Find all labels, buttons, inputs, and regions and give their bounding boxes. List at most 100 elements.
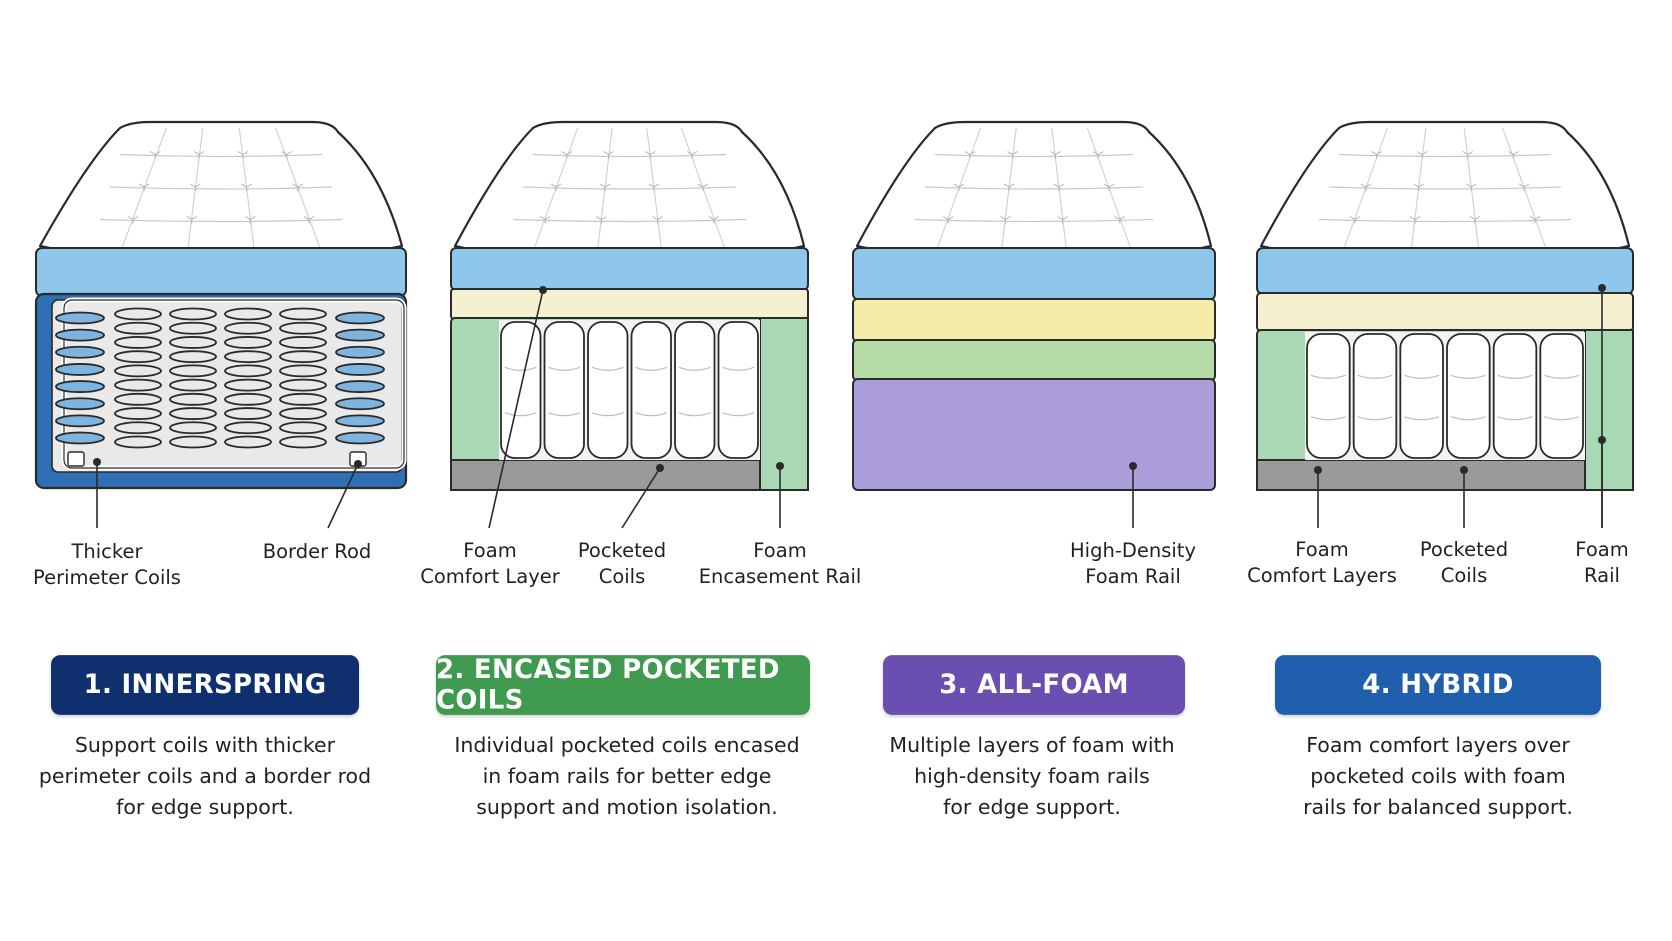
leader-line — [488, 289, 544, 529]
tuft-button — [1360, 183, 1372, 191]
leader-dot — [93, 458, 101, 466]
coil-pocket-seam — [678, 412, 711, 417]
tuft-button — [150, 151, 161, 159]
tuft-button — [1007, 151, 1018, 159]
perimeter-coil — [335, 414, 385, 428]
pocketed-coil — [674, 321, 716, 459]
perimeter-coil — [335, 345, 385, 359]
support-coil — [224, 435, 272, 449]
leader-line — [327, 463, 359, 529]
transition-foam-layer — [852, 298, 1216, 342]
tuft-seam — [1318, 218, 1572, 223]
coil-pocket-seam — [591, 412, 624, 417]
foam-rail-right — [759, 317, 809, 491]
support-coil — [279, 336, 327, 349]
description-innerspring: Support coils with thicker perimeter coi… — [38, 733, 372, 819]
pillow-top — [1259, 120, 1631, 254]
tuft-button — [1413, 183, 1424, 191]
tuft-button — [561, 151, 573, 159]
coil-pocket-seam — [504, 412, 537, 417]
tuft-button — [648, 183, 660, 191]
pocketed-coil — [1306, 333, 1351, 459]
support-coil — [169, 364, 217, 378]
tuft-seam — [532, 153, 727, 158]
coil-pocket-seam — [1310, 416, 1346, 421]
tuft-button — [1371, 151, 1382, 159]
coil-pocket-seam — [1404, 416, 1440, 421]
support-coil — [169, 307, 217, 321]
leader-dot — [656, 464, 664, 472]
leader-dot — [1129, 462, 1137, 470]
leader-dot — [354, 460, 362, 468]
pocketed-coil — [1446, 333, 1491, 459]
description-hybrid: Foam comfort layers over pocketed coils … — [1303, 733, 1573, 819]
coil-pocket-seam — [591, 366, 624, 371]
tuft-button — [550, 183, 562, 191]
coil-pocket-seam — [722, 366, 755, 371]
tuft-button — [1508, 151, 1519, 159]
leader-dot — [776, 462, 784, 470]
support-coil — [224, 336, 272, 349]
transition-foam-layer — [1256, 292, 1634, 332]
coil-cavity — [499, 320, 760, 460]
support-coil — [169, 321, 217, 335]
tuft-button — [1003, 183, 1015, 191]
support-coil — [114, 378, 162, 392]
tuft-button — [539, 216, 551, 224]
pocketed-coil — [1539, 333, 1584, 459]
innerspring-mattress-illustration — [34, 120, 408, 490]
support-coil — [224, 307, 272, 321]
coil-pocket-seam — [1450, 374, 1486, 379]
support-coil — [114, 435, 162, 449]
support-coil — [279, 407, 327, 420]
support-coil — [224, 321, 272, 335]
tuft-button — [281, 151, 292, 159]
perimeter-coil — [55, 345, 105, 359]
tuft-button — [1050, 151, 1061, 159]
encased-coil-mattress-illustration — [450, 120, 809, 491]
tuft-button — [1103, 183, 1115, 191]
perimeter-coil — [55, 414, 105, 428]
tuft-button — [127, 216, 139, 224]
tuft-button — [1469, 216, 1481, 224]
tuft-button — [1416, 151, 1428, 159]
leader-dot — [1314, 466, 1322, 474]
tuft-button — [708, 216, 720, 224]
coil-pocket-seam — [1544, 416, 1580, 421]
support-coil — [114, 336, 162, 349]
callout-leader-lines — [93, 284, 1606, 529]
tuft-button — [1114, 216, 1126, 224]
tuft-button — [697, 183, 709, 191]
pocketed-coil — [630, 321, 672, 459]
tuft-button — [245, 216, 256, 224]
callout-thicker-perimeter-coils: Thicker Perimeter Coils — [33, 540, 181, 589]
title-badge-all-foam: 3. ALL-FOAM — [883, 655, 1185, 715]
tuft-button — [1000, 216, 1011, 224]
tuft-button — [645, 151, 656, 159]
support-coil — [224, 421, 272, 435]
coil-pocket-seam — [1544, 374, 1580, 379]
support-foam-layer — [852, 339, 1216, 381]
comfort-foam-layer — [852, 247, 1216, 301]
tuft-button — [193, 151, 205, 159]
support-coil — [279, 435, 327, 449]
perimeter-coil — [55, 328, 105, 342]
allfoam-mattress-illustration — [852, 120, 1216, 491]
tuft-button — [964, 151, 976, 159]
callout-foam-rail: Foam Rail — [1575, 538, 1629, 587]
support-coil — [169, 350, 217, 364]
leader-line — [621, 467, 661, 529]
tuft-button — [599, 183, 611, 191]
leader-dot — [539, 286, 547, 294]
tuft-seam — [109, 186, 333, 190]
perimeter-coil — [335, 397, 385, 411]
tuft-button — [1529, 216, 1541, 224]
tuft-seam — [119, 153, 323, 158]
callout-pocketed-coils: Pocketed Coils — [577, 539, 667, 588]
tuft-seam — [1328, 186, 1562, 190]
high-density-foam-base — [852, 378, 1216, 491]
tuft-button — [596, 216, 607, 224]
callout-border-rod: Border Rod — [262, 540, 372, 563]
tuft-seam — [522, 186, 737, 190]
